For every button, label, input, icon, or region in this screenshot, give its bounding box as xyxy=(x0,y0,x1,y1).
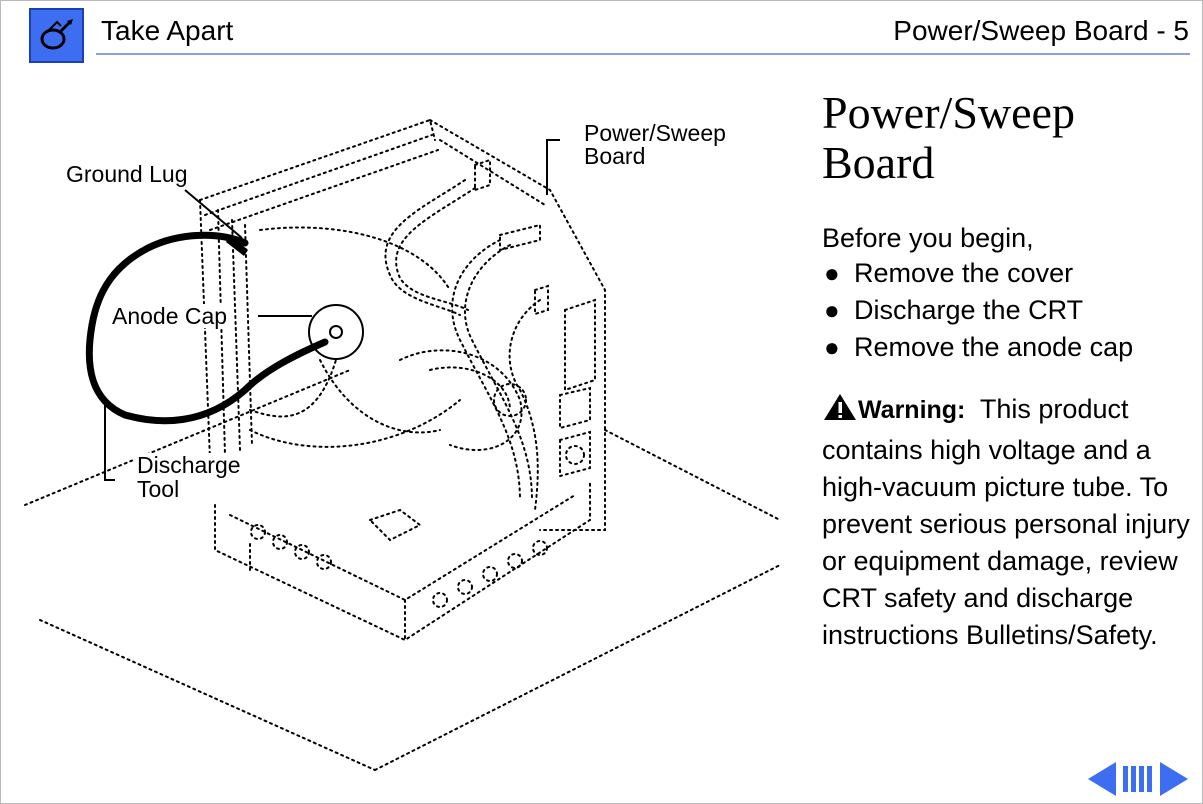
list-item: ● Discharge the CRT xyxy=(822,292,1133,329)
list-item-text: Remove the cover xyxy=(854,258,1074,288)
bullet-icon: ● xyxy=(824,258,840,288)
callout-power-sweep-board: Power/Sweep Board xyxy=(582,122,728,168)
list-item: ● Remove the anode cap xyxy=(822,329,1133,366)
section-title: Take Apart xyxy=(101,15,234,46)
callout-discharge-line2: Tool xyxy=(137,476,180,502)
list-item-text: Remove the anode cap xyxy=(854,332,1134,362)
warning-label: Warning: xyxy=(858,396,966,424)
prerequisite-list: ● Remove the cover ● Discharge the CRT ● Re… xyxy=(822,255,1133,366)
intro-text: Before you begin, xyxy=(822,223,1034,253)
next-arrow-icon[interactable] xyxy=(1158,760,1190,798)
page-navigation xyxy=(1086,760,1190,798)
callout-power-sweep-line1: Power/Sweep xyxy=(584,120,726,146)
apple-service-logo-icon[interactable] xyxy=(29,8,84,63)
main-heading-line1: Power/Sweep xyxy=(822,87,1075,138)
list-item: ● Remove the cover xyxy=(822,255,1133,292)
bullet-icon: ● xyxy=(824,332,840,362)
warning-block: Warning: This product contains high volt… xyxy=(822,391,1192,654)
bullet-icon: ● xyxy=(824,295,840,325)
main-heading: Power/Sweep Board xyxy=(822,88,1075,188)
crt-illustration xyxy=(24,118,781,771)
warning-text: This product contains high voltage and a… xyxy=(822,394,1190,650)
callout-discharge-tool: Discharge Tool xyxy=(135,453,243,501)
list-item-text: Discharge the CRT xyxy=(854,295,1084,325)
previous-arrow-icon[interactable] xyxy=(1086,760,1118,798)
logo-glyph xyxy=(40,19,73,50)
callout-anode-cap: Anode Cap xyxy=(110,303,230,329)
callout-discharge-line1: Discharge xyxy=(137,452,241,478)
warning-triangle-icon xyxy=(822,392,858,432)
header-divider xyxy=(96,53,1190,55)
main-heading-line2: Board xyxy=(822,137,935,188)
page-title: Power/Sweep Board - 5 xyxy=(893,15,1189,46)
callout-power-sweep-line2: Board xyxy=(584,143,646,169)
callout-ground-lug: Ground Lug xyxy=(64,161,190,187)
index-bars-icon[interactable] xyxy=(1122,760,1156,798)
